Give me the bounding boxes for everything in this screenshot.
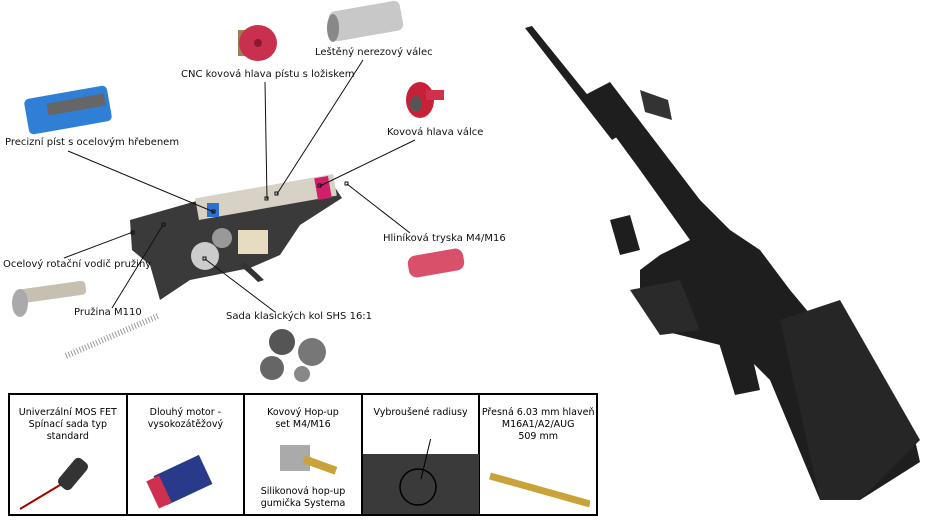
feature-barrel: Přesná 6.03 mm hlaveň M16A1/A2/AUG 509 m… (480, 395, 596, 514)
barrel-image (489, 472, 591, 508)
hopup-rubber-line1: Silikonová hop-up (260, 486, 346, 497)
mosfet-subtitle: Spínací sada typ standard (28, 419, 108, 442)
motor-subtitle: vysokozátěžový (147, 419, 224, 430)
leader-lines (63, 59, 416, 313)
feature-motor: Dlouhý motor - vysokozátěžový (128, 395, 246, 514)
barrel-length: 509 mm (518, 431, 558, 442)
barrel-title: Přesná 6.03 mm hlaveň (481, 407, 595, 418)
label-cylinder-head: Kovová hlava válce (387, 127, 484, 138)
spring-guide-image (12, 280, 87, 317)
spring-image (64, 313, 160, 359)
rifle-image (525, 26, 920, 500)
feature-radius: Vybroušené radiusy (362, 395, 481, 514)
nozzle-image (407, 248, 465, 278)
motor-image (145, 454, 213, 509)
label-spring: Pružina M110 (74, 307, 142, 318)
label-piston-head: CNC kovová hlava pístu s ložiskem (181, 69, 355, 80)
radius-title: Vybroušené radiusy (373, 407, 468, 418)
label-cylinder: Leštěný nerezový válec (315, 47, 433, 58)
mosfet-title: Univerzální MOS FET (18, 407, 117, 418)
cylinder-head-image (406, 82, 444, 118)
barrel-model: M16A1/A2/AUG (501, 419, 575, 430)
cylinder-image (327, 0, 404, 42)
hopup-rubber-line2: gumička Systema (260, 498, 346, 509)
gears-image (260, 329, 326, 382)
motor-title: Dlouhý motor - (149, 407, 222, 418)
piston-head-image (238, 25, 277, 61)
hopup-title: Kovový Hop-up (267, 407, 339, 418)
label-gears: Sada klasických kol SHS 16:1 (226, 311, 373, 322)
label-nozzle: Hliníková tryska M4/M16 (383, 233, 506, 244)
label-piston: Precizní píst s ocelovým hřebenem (5, 137, 180, 148)
feature-hopup: Kovový Hop-up set M4/M16 Silikonová hop-… (245, 395, 363, 514)
piston-image (24, 85, 112, 135)
feature-panel: Univerzální MOS FET Spínací sada typ sta… (8, 393, 598, 516)
mosfet-image (19, 457, 89, 510)
label-spring-guide: Ocelový rotační vodič pružiny (3, 259, 152, 270)
radius-image (362, 439, 479, 514)
hopup-image (280, 445, 338, 475)
feature-mosfet: Univerzální MOS FET Spínací sada typ sta… (10, 395, 128, 514)
gearbox-image (130, 174, 342, 300)
hopup-subtitle: set M4/M16 (275, 419, 331, 430)
